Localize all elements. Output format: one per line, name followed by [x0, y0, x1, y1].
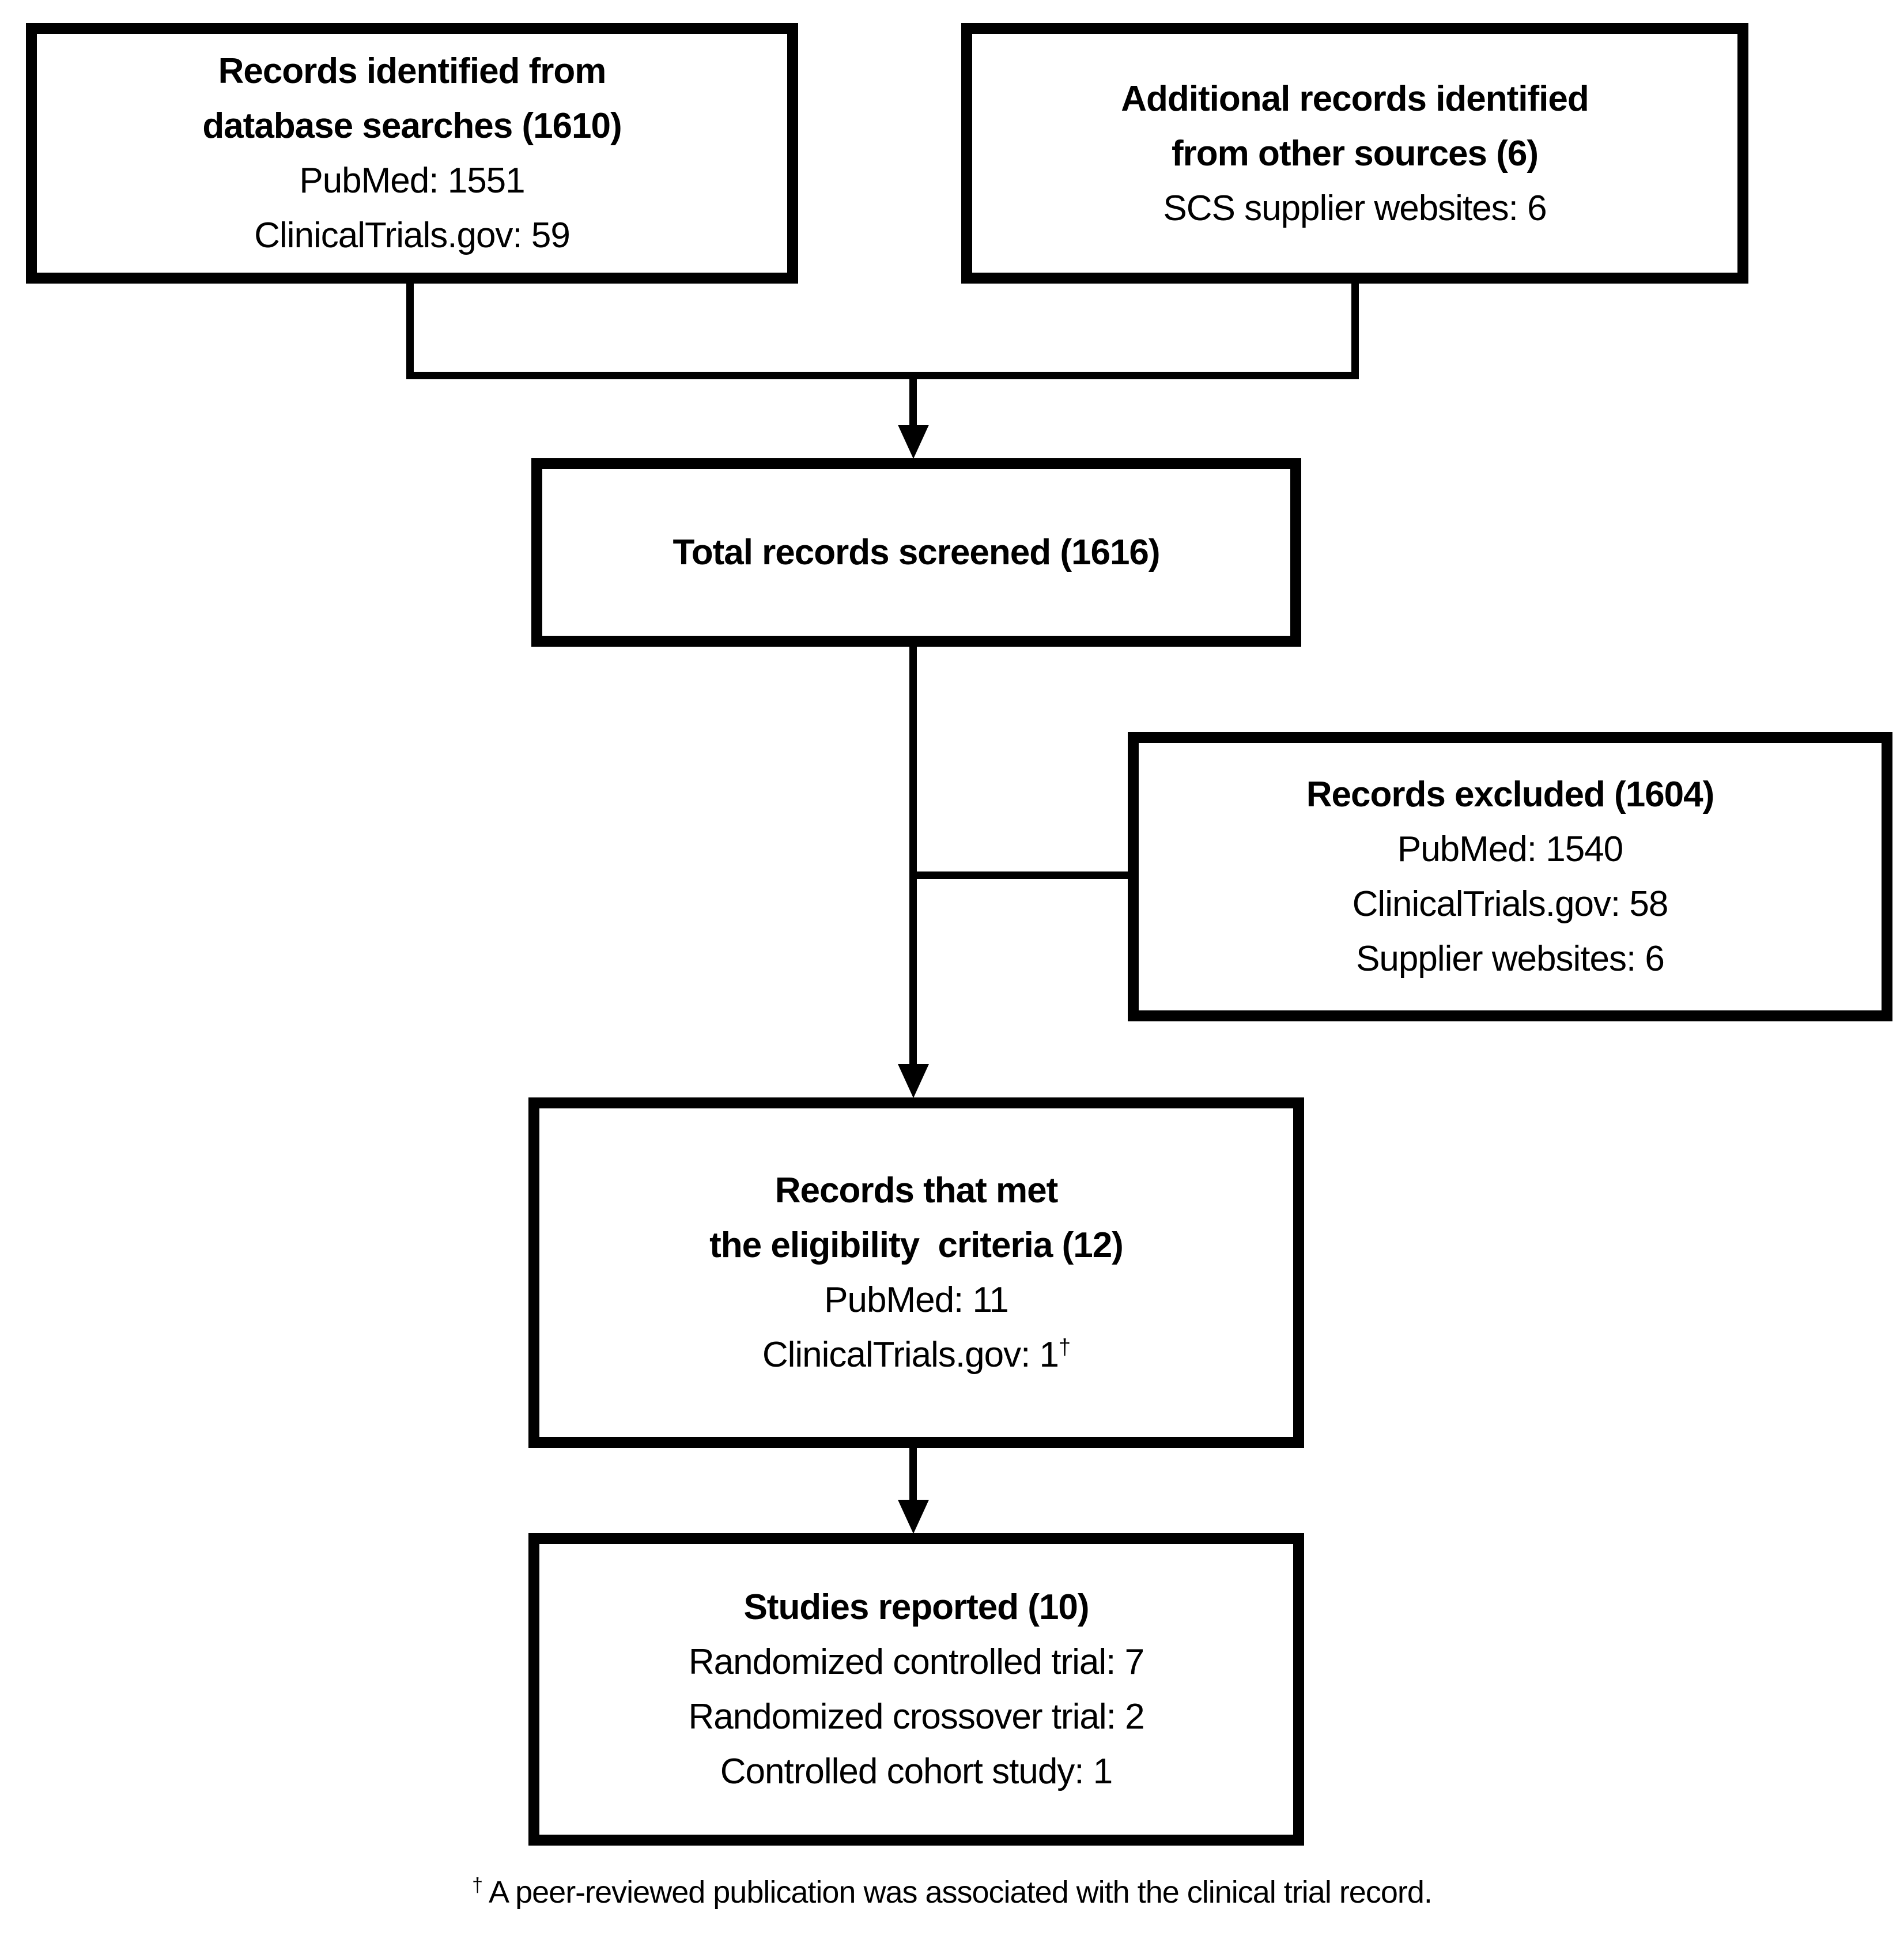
connector-stub-from-additional — [1351, 282, 1359, 379]
box-total-screened: Total records screened (1616) — [531, 458, 1301, 647]
arrow-down-icon — [898, 1500, 929, 1534]
connector-shaft-to-screened — [909, 372, 917, 429]
footnote-text: A peer-reviewed publication was associat… — [482, 1875, 1433, 1910]
box-detail-line: ClinicalTrials.gov: 59 — [254, 216, 571, 255]
box-title-line: database searches (1610) — [202, 106, 622, 146]
box-title-line: Additional records identified — [1121, 78, 1589, 119]
box-detail-line: ClinicalTrials.gov: 58 — [1352, 884, 1669, 924]
connector-stub-from-identified — [406, 282, 414, 379]
box-additional-records: Additional records identified from other… — [961, 23, 1748, 284]
box-title-line: Studies reported (10) — [743, 1587, 1089, 1627]
connector-shaft-to-eligible — [909, 647, 917, 1067]
connector-branch-to-excluded — [909, 871, 1128, 879]
box-detail-line: PubMed: 11 — [824, 1280, 1009, 1320]
box-detail-line: Randomized crossover trial: 2 — [688, 1697, 1144, 1737]
connector-merge-horizontal — [406, 372, 1359, 379]
box-title-line: Records that met — [775, 1171, 1058, 1210]
dagger-superscript: † — [472, 1874, 483, 1896]
box-detail-line: Controlled cohort study: 1 — [720, 1752, 1113, 1791]
box-detail-line: PubMed: 1551 — [299, 161, 525, 201]
box-records-identified: Records identified from database searche… — [26, 23, 798, 284]
box-detail-line: ClinicalTrials.gov: 1† — [762, 1327, 1071, 1382]
dagger-superscript: † — [1059, 1335, 1071, 1360]
box-title-line: Records excluded (1604) — [1306, 775, 1715, 814]
box-title-line: Records identified from — [218, 51, 607, 91]
box-studies-reported: Studies reported (10) Randomized control… — [528, 1533, 1304, 1846]
box-detail-text: ClinicalTrials.gov: 1 — [762, 1335, 1059, 1375]
arrow-down-icon — [898, 1064, 929, 1098]
box-title-line: Total records screened (1616) — [673, 533, 1160, 572]
arrow-down-icon — [898, 425, 929, 459]
box-detail-line: PubMed: 1540 — [1397, 829, 1623, 869]
footnote: † A peer-reviewed publication was associ… — [0, 1872, 1904, 1912]
connector-shaft-to-reported — [909, 1448, 917, 1503]
box-title-line: from other sources (6) — [1171, 133, 1539, 173]
box-eligibility-met: Records that met the eligibility criteri… — [528, 1097, 1304, 1448]
box-title-line: the eligibility criteria (12) — [709, 1225, 1124, 1265]
box-detail-line: SCS supplier websites: 6 — [1163, 188, 1547, 228]
box-records-excluded: Records excluded (1604) PubMed: 1540 Cli… — [1128, 732, 1892, 1021]
box-detail-line: Randomized controlled trial: 7 — [688, 1642, 1144, 1682]
box-detail-line: Supplier websites: 6 — [1356, 939, 1665, 979]
